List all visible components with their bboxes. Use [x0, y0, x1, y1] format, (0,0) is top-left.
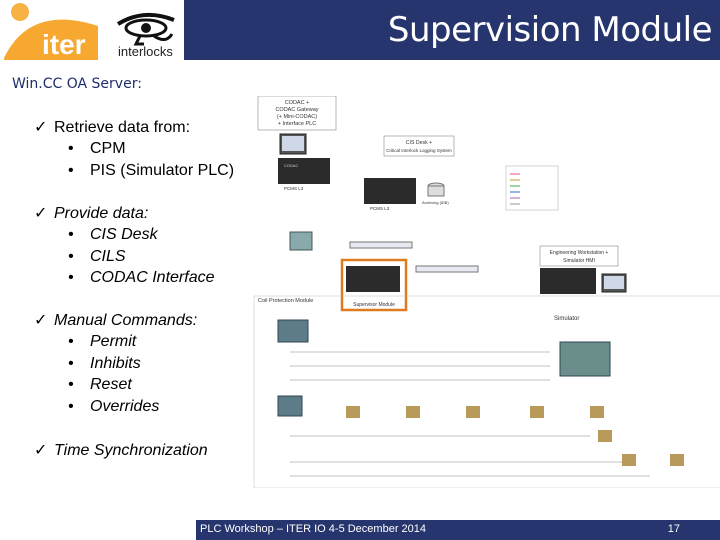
svg-text:CODAC: CODAC [284, 163, 299, 168]
svg-text:CODAC Gateway: CODAC Gateway [275, 107, 318, 113]
io-module-icon [598, 430, 612, 442]
list-item-label: CODAC Interface [90, 269, 215, 286]
eng-ws-label: Engineering Workstation + [550, 250, 609, 256]
bullet-icon: • [68, 269, 74, 286]
svg-text:(+ Mini-CODAC): (+ Mini-CODAC) [277, 114, 317, 120]
plc-icon [289, 231, 313, 251]
eye-of-horus-icon [116, 12, 175, 46]
io-module-icon [406, 406, 420, 418]
bullet-icon: • [68, 247, 74, 265]
bullet-icon: • [68, 161, 74, 179]
io-module-icon [466, 406, 480, 418]
list-item: • CILS [68, 246, 214, 268]
section-heading: Time Synchronization [54, 442, 208, 459]
footer-bar: PLC Workshop – ITER IO 4-5 December 2014… [196, 520, 720, 540]
list-item: • PIS (Simulator PLC) [68, 160, 234, 182]
section-retrieve: ✓ Retrieve data from: • CPM • PIS (Simulat… [34, 118, 234, 181]
page-title: Supervision Module [387, 10, 713, 50]
list-item: • Reset [68, 374, 197, 396]
legend-box [505, 165, 559, 211]
list-item: • CIS Desk [68, 224, 214, 246]
list-item-label: Permit [90, 333, 137, 350]
plc-icon [277, 319, 309, 343]
bullet-icon: • [68, 226, 74, 243]
checkmark-icon: ✓ [34, 205, 48, 222]
bullet-icon: • [68, 333, 74, 350]
cis-desk-label: CIS Desk + [406, 140, 432, 146]
plc-icon [277, 395, 303, 417]
interlocks-logo-text: interlocks [118, 44, 173, 59]
io-module-icon [346, 406, 360, 418]
io-module-icon [590, 406, 604, 418]
cis-desk-box [383, 135, 455, 157]
server-rack-icon [278, 158, 330, 184]
bullet-icon: • [68, 140, 74, 157]
server-rack-icon [364, 178, 416, 204]
section-manual-commands: ✓ Manual Commands: • Permit • Inhibits • Re… [34, 311, 197, 417]
codac-box [257, 96, 337, 131]
page-number: 17 [667, 523, 680, 535]
checkmark-icon: ✓ [34, 442, 48, 459]
svg-text:Simulator HMI: Simulator HMI [563, 258, 595, 264]
section-heading: Manual Commands: [54, 312, 198, 329]
server-rack-icon [540, 268, 596, 294]
supervisor-module-highlight [340, 258, 408, 312]
list-item: • CPM [68, 138, 234, 160]
list-item-label: PIS (Simulator PLC) [90, 161, 235, 179]
network-switch-icon [415, 265, 479, 273]
eng-ws-box [539, 245, 619, 267]
bullet-icon: • [68, 354, 74, 372]
io-module-icon [670, 454, 684, 466]
list-item-label: Reset [90, 376, 132, 393]
list-item-label: CIS Desk [90, 226, 158, 243]
checkmark-icon: ✓ [34, 119, 48, 136]
list-item: • Permit [68, 331, 197, 353]
bullet-icon: • [68, 397, 74, 415]
svg-text:PCMS L3: PCMS L3 [284, 186, 304, 191]
network-switch-icon [349, 241, 413, 249]
list-item-label: CPM [90, 140, 126, 157]
iter-logo-text: iter [42, 29, 86, 60]
coil-protection-label: Coil Protection Module [258, 298, 313, 304]
iter-logo: iter [0, 0, 104, 60]
subtitle: Win.CC OA Server: [12, 76, 142, 92]
svg-text:Critical Interlock Logging Sys: Critical Interlock Logging System [386, 148, 452, 153]
section-time-sync: ✓ Time Synchronization [34, 441, 208, 461]
server-rack-icon [346, 266, 400, 292]
svg-text:+ Interface PLC: + Interface PLC [278, 121, 316, 127]
list-item: • CODAC Interface [68, 267, 214, 289]
footer-text: PLC Workshop – ITER IO 4-5 December 2014 [200, 523, 427, 535]
title-bar: Supervision Module [184, 0, 720, 60]
list-item: • Inhibits [68, 353, 197, 375]
svg-text:Archiving (iDB): Archiving (iDB) [422, 200, 449, 205]
section-provide: ✓ Provide data: • CIS Desk • CILS • CODAC I… [34, 204, 214, 289]
svg-text:PCMS L3: PCMS L3 [370, 206, 390, 211]
section-heading: Provide data: [54, 205, 149, 222]
supervisor-module-label: Supervisor Module [353, 302, 395, 308]
bullet-icon: • [68, 376, 74, 393]
simulator-label: Simulator [554, 316, 579, 322]
simulator-plc-icon [559, 341, 611, 377]
checkmark-icon: ✓ [34, 312, 48, 329]
architecture-diagram: CODAC + CODAC Gateway (+ Mini-CODAC) + I… [253, 96, 720, 488]
list-item-label: Overrides [90, 397, 160, 415]
io-module-icon [622, 454, 636, 466]
io-module-icon [530, 406, 544, 418]
header: iter interlocks Supervision Module [0, 0, 720, 62]
list-item-label: Inhibits [90, 354, 141, 372]
list-item: • Overrides [68, 396, 197, 418]
list-item-label: CILS [90, 247, 126, 265]
codac-label: CODAC + [285, 100, 310, 106]
section-heading: Retrieve data from: [54, 119, 191, 136]
